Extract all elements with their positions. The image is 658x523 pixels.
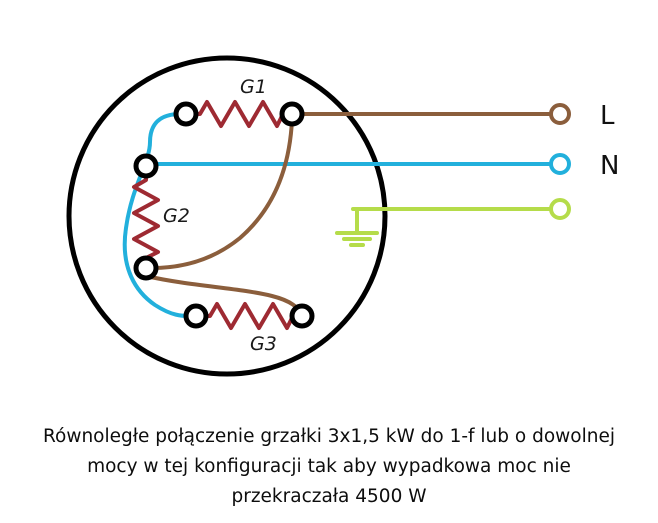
heater-g3-label: G3 xyxy=(250,333,277,355)
heater-g2-terminal-top xyxy=(133,153,159,179)
ground-symbol xyxy=(335,209,379,247)
heater-g3-terminal-left xyxy=(183,303,209,329)
heater-g1: G1 xyxy=(173,76,305,128)
heater-g1-terminal-left xyxy=(173,101,199,127)
heater-g3-element xyxy=(202,302,298,330)
heater-g1-terminal-right xyxy=(279,101,305,127)
heater-g2-element xyxy=(132,172,160,263)
supply-terminal-earth xyxy=(549,198,571,220)
supply-terminal-neutral-label: N xyxy=(600,151,619,181)
heater-g2-terminal-bottom xyxy=(133,255,159,281)
heater-g2: G2 xyxy=(132,153,190,281)
caption-line-2: mocy w tej konfiguracji tak aby wypadkow… xyxy=(87,456,571,477)
heater-g2-label: G2 xyxy=(163,205,190,227)
heater-enclosure-circle xyxy=(66,55,388,377)
supply-terminal-live-label: L xyxy=(600,101,615,131)
live-bridge-g1-to-g2 xyxy=(150,118,294,270)
supply-terminal-live xyxy=(549,103,571,125)
neutral-internal-bridge-wire xyxy=(122,112,192,318)
heater-g3-terminal-right xyxy=(289,303,315,329)
caption-line-3: przekraczała 4500 W xyxy=(231,486,426,507)
caption-line-1: Równoległe połączenie grzałki 3x1,5 kW d… xyxy=(43,426,615,447)
heater-g1-label: G1 xyxy=(240,76,267,98)
heater-g1-element xyxy=(192,100,288,128)
heater-g3: G3 xyxy=(183,302,315,355)
supply-terminal-neutral xyxy=(549,153,571,175)
